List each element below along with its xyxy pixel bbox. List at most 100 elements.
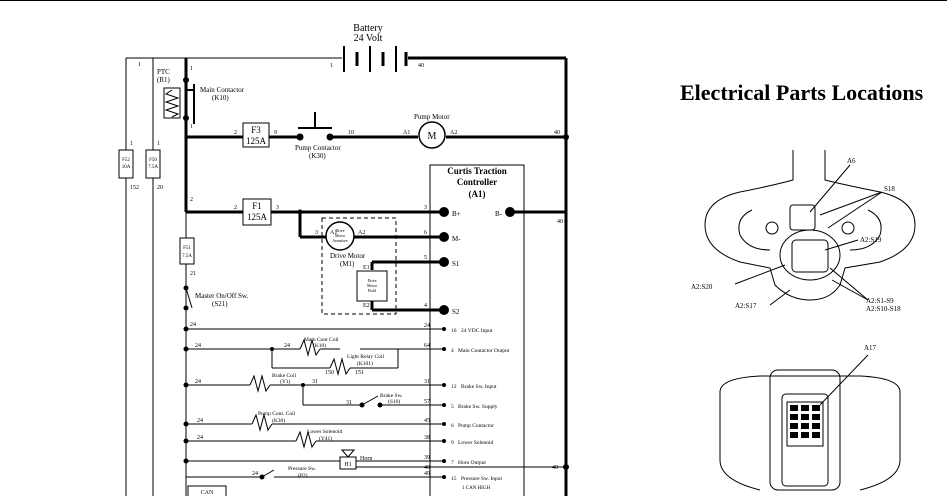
terminal-b-minus xyxy=(505,207,515,217)
svg-text:5: 5 xyxy=(424,255,427,261)
drive-motor-ref: (M1) xyxy=(340,260,355,268)
main-cont-coil-symbol xyxy=(299,338,321,357)
fuse-f52-pin-top: 1 xyxy=(130,141,133,147)
master-switch-symbol xyxy=(185,287,193,309)
drive-motor-armature xyxy=(325,221,355,251)
lower-solenoid-symbol xyxy=(295,430,317,449)
svg-text:Light Relay Coil: Light Relay Coil xyxy=(347,354,384,360)
battery-pin-right: 40 xyxy=(418,63,424,69)
input-6-pin: 6 xyxy=(451,423,454,429)
fuse-f3-rating: 125A xyxy=(246,136,267,146)
svg-text:S2: S2 xyxy=(452,308,460,316)
fuse-f50 xyxy=(145,149,161,179)
drive-motor-label: Drive Motor xyxy=(330,252,366,260)
fuse-f51-name: F51 xyxy=(183,246,191,251)
svg-text:40: 40 xyxy=(557,219,563,225)
svg-text:1 CAN HIGH: 1 CAN HIGH xyxy=(462,486,490,491)
svg-text:3: 3 xyxy=(424,205,427,211)
input-15-label: Pressure Sw. Input xyxy=(461,476,503,482)
pump-motor-a2: A2 xyxy=(450,130,457,136)
input-5-pin: 5 xyxy=(451,404,454,410)
svg-text:Main Cont Coil: Main Cont Coil xyxy=(304,337,339,343)
brake-switch-symbol xyxy=(361,395,379,406)
ptc-ref: (R1) xyxy=(157,76,171,84)
svg-text:S1: S1 xyxy=(452,260,460,268)
pump-motor-label: Pump Motor xyxy=(414,113,450,121)
svg-text:B+: B+ xyxy=(452,210,461,218)
pump-motor-a1: A1 xyxy=(403,130,410,136)
svg-text:(Y1): (Y1) xyxy=(280,378,291,385)
svg-text:40: 40 xyxy=(424,465,430,471)
svg-text:24: 24 xyxy=(284,343,290,349)
drive-motor-field xyxy=(356,270,388,302)
svg-text:CAN: CAN xyxy=(201,490,214,496)
terminal-s2 xyxy=(439,305,449,315)
svg-text:24: 24 xyxy=(197,435,203,441)
horn-icon xyxy=(340,449,356,458)
svg-text:Pump Cont. Coil: Pump Cont. Coil xyxy=(258,411,296,417)
horn-label: Horn xyxy=(360,456,372,462)
fuse-f3-pin-in: 2 xyxy=(234,130,237,136)
fuse-f3-name: F3 xyxy=(251,125,261,135)
svg-text:24: 24 xyxy=(252,471,258,477)
drive-motor-a1: A1 xyxy=(330,230,337,236)
fuse-f52-rating: 10A xyxy=(122,165,131,170)
battery-label: Battery xyxy=(353,23,382,34)
light-relay-coil-symbol xyxy=(329,357,351,376)
svg-text:Field: Field xyxy=(368,288,376,293)
fuse-f51 xyxy=(179,237,195,265)
input-12-pin: 12 xyxy=(451,384,457,390)
svg-text:M-: M- xyxy=(452,235,461,243)
svg-text:(P2): (P2) xyxy=(298,472,308,479)
battery-pin-left: 1 xyxy=(330,63,333,69)
input-7-pin: 7 xyxy=(451,460,454,466)
part-label-a2-s20: A2:S20 xyxy=(691,283,713,291)
svg-text:Armature: Armature xyxy=(332,238,348,243)
input-16-label: 24 VDC Input xyxy=(461,328,493,334)
svg-text:Drive: Drive xyxy=(335,228,344,233)
main-contactor-ref: (K10) xyxy=(212,94,229,102)
input-12-label: Brake Sw. Input xyxy=(461,384,497,390)
drive-motor-e1: E1 xyxy=(363,265,370,271)
svg-text:24: 24 xyxy=(195,343,201,349)
top-border xyxy=(0,0,947,1)
pump-contactor-label: Pump Contactor xyxy=(295,144,341,152)
svg-text:31: 31 xyxy=(346,400,352,406)
svg-text:150: 150 xyxy=(325,370,334,376)
svg-text:31: 31 xyxy=(424,379,430,385)
controller-title-line1: Curtis Traction xyxy=(447,166,506,176)
ptc-label: PTC xyxy=(157,68,170,76)
battery-voltage: 24 Volt xyxy=(354,33,383,44)
controller-title-line2: Controller xyxy=(457,177,497,187)
part-label-a2-s17: A2:S17 xyxy=(735,302,757,310)
input-4-label: Main Contactor Output xyxy=(458,348,510,354)
wire-number-top-left: 1 xyxy=(138,62,141,68)
svg-text:24: 24 xyxy=(424,323,430,329)
svg-text:Motor: Motor xyxy=(367,283,378,288)
svg-text:151: 151 xyxy=(355,370,364,376)
svg-text:B-: B- xyxy=(495,210,503,218)
input-16-pin: 16 xyxy=(451,328,457,334)
parts-locations-title: Electrical Parts Locations xyxy=(680,80,924,105)
fuse-f3-pin-out: 9 xyxy=(274,130,277,136)
input-9-pin: 9 xyxy=(451,440,454,446)
svg-text:31: 31 xyxy=(312,379,318,385)
handle-drawing xyxy=(704,150,916,306)
terminal-s1 xyxy=(439,257,449,267)
svg-text:Brake Coil: Brake Coil xyxy=(272,373,296,379)
svg-text:57: 57 xyxy=(424,399,430,405)
svg-text:39: 39 xyxy=(424,455,430,461)
fuse-f50-pin-top: 1 xyxy=(157,141,160,147)
input-9-label: Lower Solenoid xyxy=(458,440,494,446)
fuse-f51-rating: 7.5A xyxy=(182,254,192,259)
keypad-buttons xyxy=(790,405,820,438)
svg-text:(S10): (S10) xyxy=(388,398,400,405)
svg-text:4: 4 xyxy=(424,303,427,309)
part-label-a2-s19: A2:S19 xyxy=(860,236,882,244)
fuse-f3 xyxy=(242,122,270,148)
svg-text:24: 24 xyxy=(197,418,203,424)
drive-motor-e2: E2 xyxy=(363,303,370,309)
svg-text:38: 38 xyxy=(424,435,430,441)
terminal-m-minus xyxy=(439,232,449,242)
